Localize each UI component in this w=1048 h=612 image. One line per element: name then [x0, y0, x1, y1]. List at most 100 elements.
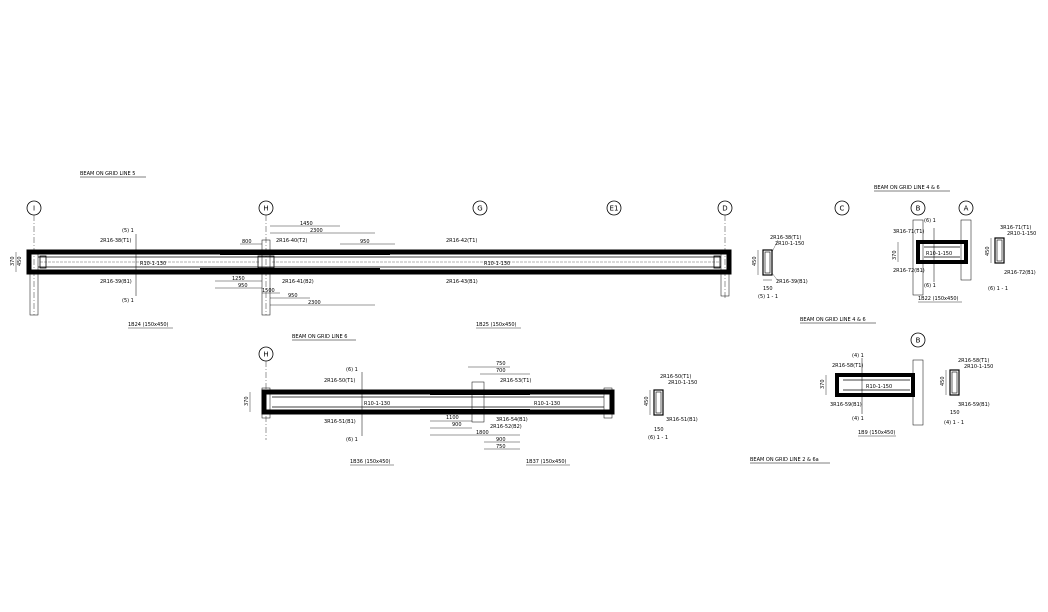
- section-1B24: [757, 239, 779, 282]
- link-label: R10-1-130: [534, 401, 560, 407]
- rebar-label: 2R16-38(T1): [770, 235, 801, 241]
- section-1B9: [945, 369, 960, 396]
- title-grid6: BEAM ON GRID LINE 6: [292, 334, 347, 340]
- section-mark-bottom: (6) 1: [346, 437, 358, 443]
- dim-label: 450: [17, 256, 23, 266]
- link-label: R10-1-130: [364, 401, 390, 407]
- rebar-label: 2R16-58(T1): [832, 363, 863, 369]
- grid-bubble-D: D: [717, 200, 733, 300]
- rebar-label: 3R16-51(B1): [666, 417, 698, 423]
- link-label: 2R10-1-150: [668, 380, 697, 386]
- dim-label: 900: [496, 437, 506, 443]
- section-1B36: [649, 389, 664, 416]
- section-mark-top: (4) 1: [852, 353, 864, 359]
- title-grid2: BEAM ON GRID LINE 2 & 6a: [750, 457, 819, 463]
- rebar-label: 2R16-72(B1): [1004, 270, 1036, 276]
- svg-text:E1: E1: [610, 205, 619, 213]
- beam-name: 1B24 (150x450): [128, 322, 169, 328]
- dim-label: 150: [654, 427, 664, 433]
- beam-grid6: [249, 366, 615, 450]
- dim-label: 800: [242, 239, 252, 245]
- dim-label: 450: [752, 256, 758, 266]
- rebar-label: 2R16-58(T1): [958, 358, 989, 364]
- rebar-label: 2R16-50(T1): [660, 374, 691, 380]
- rebar-label: 2R16-72(B1): [893, 268, 925, 274]
- dim-label: 150: [763, 286, 773, 292]
- grid-bubble-H2: H: [258, 346, 274, 440]
- rebar-label: 2R16-39(B1): [100, 279, 132, 285]
- beam-name: 1B25 (150x450): [476, 322, 517, 328]
- grid-bubble-I: I: [26, 200, 42, 315]
- beam-grid5: [15, 225, 732, 316]
- section-mark-bottom: (5) 1: [122, 298, 134, 304]
- link-label: R10-1-150: [866, 384, 892, 390]
- dim-label: 750: [496, 444, 506, 450]
- dim-label: 370: [820, 379, 826, 389]
- rebar-label: 3R16-51(B1): [324, 419, 356, 425]
- link-label: R10-1-150: [926, 251, 952, 257]
- dim-label: 1100: [446, 415, 459, 421]
- beam-name: 1B22 (150x450): [918, 296, 959, 302]
- section-mark-top: (5) 1: [122, 228, 134, 234]
- svg-text:C: C: [840, 205, 845, 213]
- rebar-label: 2R16-38(T1): [100, 238, 131, 244]
- grid-bubble-G: G: [472, 200, 488, 216]
- beam-name: 1B36 (150x450): [350, 459, 391, 465]
- link-label: 2R10-1-150: [1007, 231, 1036, 237]
- dim-label: 450: [940, 376, 946, 386]
- beam-name: 1B37 (150x450): [526, 459, 567, 465]
- grid-bubble-C: C: [834, 200, 850, 216]
- beam-name: 1B9 (150x450): [858, 430, 895, 436]
- rebar-label: 3R16-59(B1): [958, 402, 990, 408]
- section-mark-bottom: (4) 1: [852, 416, 864, 422]
- title-grid4-mid: BEAM ON GRID LINE 4 & 6: [800, 317, 866, 323]
- dim-label: 900: [452, 422, 462, 428]
- rebar-label: 2R16-52(B2): [490, 424, 522, 430]
- rebar-label: 2R16-50(T1): [324, 378, 355, 384]
- dim-label: 950: [238, 283, 248, 289]
- dim-label: 1800: [476, 430, 489, 436]
- dim-label: 700: [496, 368, 506, 374]
- rebar-label: 2R16-41(B2): [282, 279, 314, 285]
- svg-text:H: H: [263, 351, 268, 359]
- rebar-label: 3R16-59(B1): [830, 402, 862, 408]
- dim-label: 450: [644, 396, 650, 406]
- grid-bubble-B2: B: [910, 332, 926, 348]
- link-label: R10-1-130: [484, 261, 510, 267]
- dim-label: 950: [360, 239, 370, 245]
- svg-text:I: I: [33, 205, 35, 213]
- link-label: R10-1-130: [140, 261, 166, 267]
- rebar-label: 3R16-71(T1): [1000, 225, 1031, 231]
- beam-grid2: [825, 358, 924, 426]
- link-label: 2R10-1-150: [775, 241, 804, 247]
- rebar-label: 2R16-39(B1): [776, 279, 808, 285]
- section-mark-bottom: (6) 1: [924, 283, 936, 289]
- dim-label: 370: [10, 256, 16, 266]
- link-label: 2R10-1-150: [964, 364, 993, 370]
- dim-label: 750: [496, 361, 506, 367]
- dim-label: 370: [244, 396, 250, 406]
- rebar-label: 2R16-40(T2): [276, 238, 307, 244]
- title-grid4: BEAM ON GRID LINE 4 & 6: [874, 185, 940, 191]
- rebar-label: 2R16-53(T1): [500, 378, 531, 384]
- dim-label: 2300: [310, 228, 323, 234]
- svg-text:B: B: [916, 205, 921, 213]
- section-1B22: [990, 237, 1005, 264]
- svg-text:B: B: [916, 337, 921, 345]
- grid-bubble-B: B: [910, 200, 926, 216]
- rebar-label: 2R16-43(B1): [446, 279, 478, 285]
- grid-bubble-H: H: [258, 200, 274, 315]
- rebar-label: 2R16-42(T1): [446, 238, 477, 244]
- svg-text:D: D: [722, 205, 727, 213]
- section-label: (5) 1 - 1: [758, 294, 778, 300]
- section-mark-top: (6) 1: [924, 218, 936, 224]
- rebar-label: 3R16-71(T1): [893, 229, 924, 235]
- svg-text:H: H: [263, 205, 268, 213]
- dim-label: 370: [892, 250, 898, 260]
- section-mark-top: (6) 1: [346, 367, 358, 373]
- dim-label: 1450: [300, 221, 313, 227]
- section-label: (4) 1 - 1: [944, 420, 964, 426]
- grid-bubble-E1: E1: [606, 200, 622, 216]
- svg-text:A: A: [964, 205, 969, 213]
